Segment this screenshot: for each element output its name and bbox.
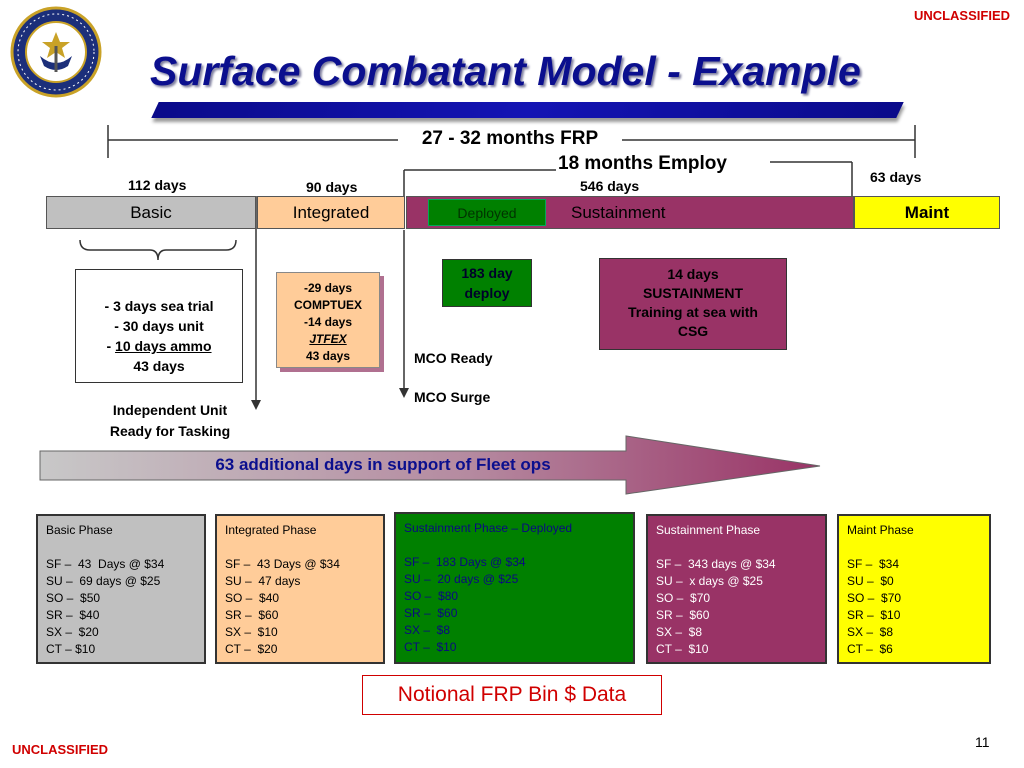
deploy-days-text: 183 day bbox=[461, 265, 513, 281]
timeline-lines bbox=[79, 125, 916, 410]
comptuex-text: COMPTUEX bbox=[293, 298, 362, 312]
integrated-duration: 90 days bbox=[306, 179, 358, 195]
detail-line: SX – $8 bbox=[656, 625, 703, 639]
detail-line: SF – 183 Days @ $34 bbox=[404, 555, 526, 569]
fleet-ops-arrow-text: 63 additional days in support of Fleet o… bbox=[215, 455, 551, 474]
detail-box-title: Maint Phase bbox=[847, 523, 914, 537]
sea-trial-text: 3 days sea trial bbox=[113, 298, 214, 314]
detail-box-basic: Basic Phase SF – 43 Days @ $34 SU – 69 d… bbox=[36, 514, 206, 664]
detail-line: CT – $6 bbox=[847, 642, 893, 656]
sustain-title-text: SUSTAINMENT bbox=[642, 285, 744, 301]
detail-box-maint: Maint Phase SF – $34 SU – $0 SO – $70 SR… bbox=[837, 514, 991, 664]
basic-callout-box: - 3 days sea trial - 30 days unit - 10 d… bbox=[75, 269, 243, 383]
detail-line: SR – $60 bbox=[404, 606, 458, 620]
bullet-dash: - bbox=[104, 298, 114, 314]
detail-line: SX – $20 bbox=[46, 625, 99, 639]
bullet-dash: - bbox=[106, 338, 116, 354]
frp-duration-label: 27 - 32 months FRP bbox=[421, 128, 599, 149]
deploy-callout-box: 183 day deploy bbox=[442, 259, 532, 307]
detail-line: CT – $10 bbox=[404, 640, 457, 654]
detail-line: SO – $40 bbox=[225, 591, 280, 605]
detail-box-title: Integrated Phase bbox=[225, 523, 317, 537]
detail-line: SF – $34 bbox=[847, 557, 900, 571]
detail-line: CT – $10 bbox=[46, 642, 96, 656]
detail-line: SR – $60 bbox=[225, 608, 279, 622]
phase-label-sustainment: Sustainment bbox=[571, 202, 666, 222]
deploy-text: deploy bbox=[464, 285, 510, 301]
detail-line: SF – 43 Days @ $34 bbox=[225, 557, 340, 571]
phase-label-maint: Maint bbox=[904, 202, 950, 222]
independent-line-2: Ready for Tasking bbox=[109, 423, 231, 439]
sustain-days-text: 14 days bbox=[667, 266, 719, 282]
phase-label-deployed: Deployed bbox=[457, 204, 517, 221]
sustain-csg-text: CSG bbox=[677, 323, 709, 339]
basic-duration: 112 days bbox=[128, 177, 187, 193]
unit-days-text: 30 days unit bbox=[122, 318, 204, 334]
detail-line: SR – $10 bbox=[847, 608, 901, 622]
page-title: Surface Combatant Model - Example bbox=[150, 48, 861, 94]
detail-box-deployed: Sustainment Phase – Deployed SF – 183 Da… bbox=[394, 512, 635, 664]
integrated-callout-box: -29 days COMPTUEX -14 days JTFEX 43 days bbox=[276, 272, 380, 368]
navy-seal-icon bbox=[10, 6, 102, 98]
page-number: 11 bbox=[975, 734, 990, 750]
detail-line: SU – x days @ $25 bbox=[656, 574, 763, 588]
detail-line: SO – $50 bbox=[46, 591, 101, 605]
detail-box-title: Basic Phase bbox=[46, 523, 113, 537]
detail-line: SF – 343 days @ $34 bbox=[656, 557, 776, 571]
detail-line: SU – 47 days bbox=[225, 574, 301, 588]
notional-data-note: Notional FRP Bin $ Data bbox=[362, 675, 662, 715]
sustain-training-text: Training at sea with bbox=[628, 304, 758, 320]
detail-line: SO – $80 bbox=[404, 589, 459, 603]
phase-label-integrated: Integrated bbox=[292, 202, 370, 222]
detail-line: SX – $10 bbox=[225, 625, 278, 639]
detail-line: SR – $60 bbox=[656, 608, 710, 622]
sustainment-duration: 546 days bbox=[580, 178, 640, 194]
detail-line: CT – $20 bbox=[225, 642, 278, 656]
phase-bar-maint: Maint bbox=[854, 196, 1000, 229]
maint-duration: 63 days bbox=[870, 169, 922, 185]
detail-line: SU – $0 bbox=[847, 574, 894, 588]
ammo-days-text: 10 days ammo bbox=[115, 338, 212, 354]
mco-surge-label: MCO Surge bbox=[414, 389, 491, 405]
bullet-dash: - bbox=[114, 318, 123, 334]
fleet-ops-arrow bbox=[39, 435, 821, 495]
detail-line: SX – $8 bbox=[404, 623, 451, 637]
employ-duration-label: 18 months Employ bbox=[558, 153, 727, 174]
basic-total-text: 43 days bbox=[133, 358, 185, 374]
detail-box-title: Sustainment Phase bbox=[656, 523, 761, 537]
detail-line: SR – $40 bbox=[46, 608, 100, 622]
mco-ready-label: MCO Ready bbox=[414, 350, 493, 366]
detail-box-sustainment: Sustainment Phase SF – 343 days @ $34 SU… bbox=[646, 514, 827, 664]
detail-box-title: Sustainment Phase – Deployed bbox=[404, 521, 573, 535]
phase-label-basic: Basic bbox=[130, 202, 172, 222]
phase-bar-deployed: Deployed bbox=[428, 199, 546, 226]
independent-line-1: Independent Unit bbox=[112, 402, 228, 418]
phase-bar-basic: Basic bbox=[46, 196, 256, 229]
detail-line: SU – 20 days @ $25 bbox=[404, 572, 519, 586]
detail-box-integrated: Integrated Phase SF – 43 Days @ $34 SU –… bbox=[215, 514, 385, 664]
integrated-total-text: 43 days bbox=[305, 349, 351, 363]
detail-line: SU – 69 days @ $25 bbox=[46, 574, 161, 588]
detail-line: SF – 43 Days @ $34 bbox=[46, 557, 165, 571]
detail-line: SX – $8 bbox=[847, 625, 894, 639]
classification-banner-bottom: UNCLASSIFIED bbox=[12, 742, 109, 757]
detail-line: SO – $70 bbox=[847, 591, 902, 605]
detail-line: SO – $70 bbox=[656, 591, 711, 605]
classification-banner-top: UNCLASSIFIED bbox=[913, 8, 1010, 23]
sustainment-callout-box: 14 days SUSTAINMENT Training at sea with… bbox=[599, 258, 787, 350]
phase-bar-integrated: Integrated bbox=[257, 196, 405, 229]
jtfex-text: JTFEX bbox=[309, 332, 347, 346]
detail-line: CT – $10 bbox=[656, 642, 709, 656]
comptuex-days-text: -29 days bbox=[303, 281, 353, 295]
jtfex-days-text: -14 days bbox=[303, 315, 353, 329]
independent-unit-label: Independent Unit Ready for Tasking bbox=[88, 400, 252, 442]
